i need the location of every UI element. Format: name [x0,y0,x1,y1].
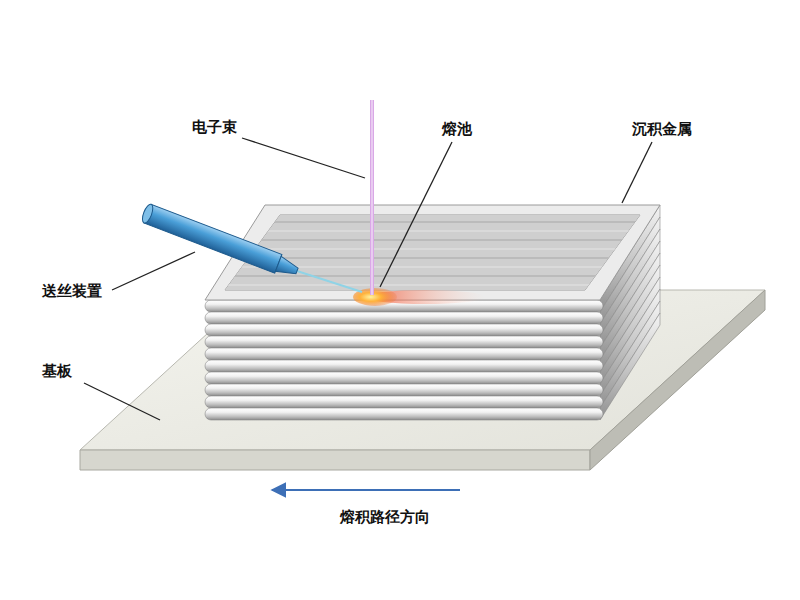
inner-layer [200,248,700,249]
layer-front [205,396,603,408]
leader-line [84,383,160,420]
path-direction-label: 熔积路径方向 [338,508,432,526]
leader-line [622,142,652,203]
leader-line [112,252,195,290]
inner-layer [200,284,700,285]
substrate-plate [80,290,765,470]
layer-front [205,408,603,420]
layer-front [205,372,603,384]
inner-layer [200,230,700,231]
melt-pool-label: 熔池 [440,120,474,138]
layer-front [205,324,603,336]
layer-front [205,336,603,348]
layer-side [600,289,660,396]
inner-layer [200,221,700,222]
layer-front [205,312,603,324]
wire-feeder-label: 送丝装置 [40,282,104,300]
leader-line [380,142,452,287]
deposited-metal-label: 沉积金属 [630,120,694,138]
leader-lines [84,138,652,420]
beam-label: 电子束 [190,118,239,136]
wire-feeder [140,203,300,280]
inner-layer [200,275,700,276]
wire [297,271,362,292]
inner-layer [200,239,700,240]
layer-side [600,301,660,408]
layer-side [600,313,660,420]
electron-beam-core [371,100,372,295]
layer-front [205,384,603,396]
layer-front [205,360,603,372]
direction-arrow [272,489,460,491]
substrate-label: 基板 [40,362,74,380]
deposited-walls [200,205,700,420]
leader-line [242,138,365,178]
layer-front [205,348,603,360]
electron-beam [370,100,374,295]
